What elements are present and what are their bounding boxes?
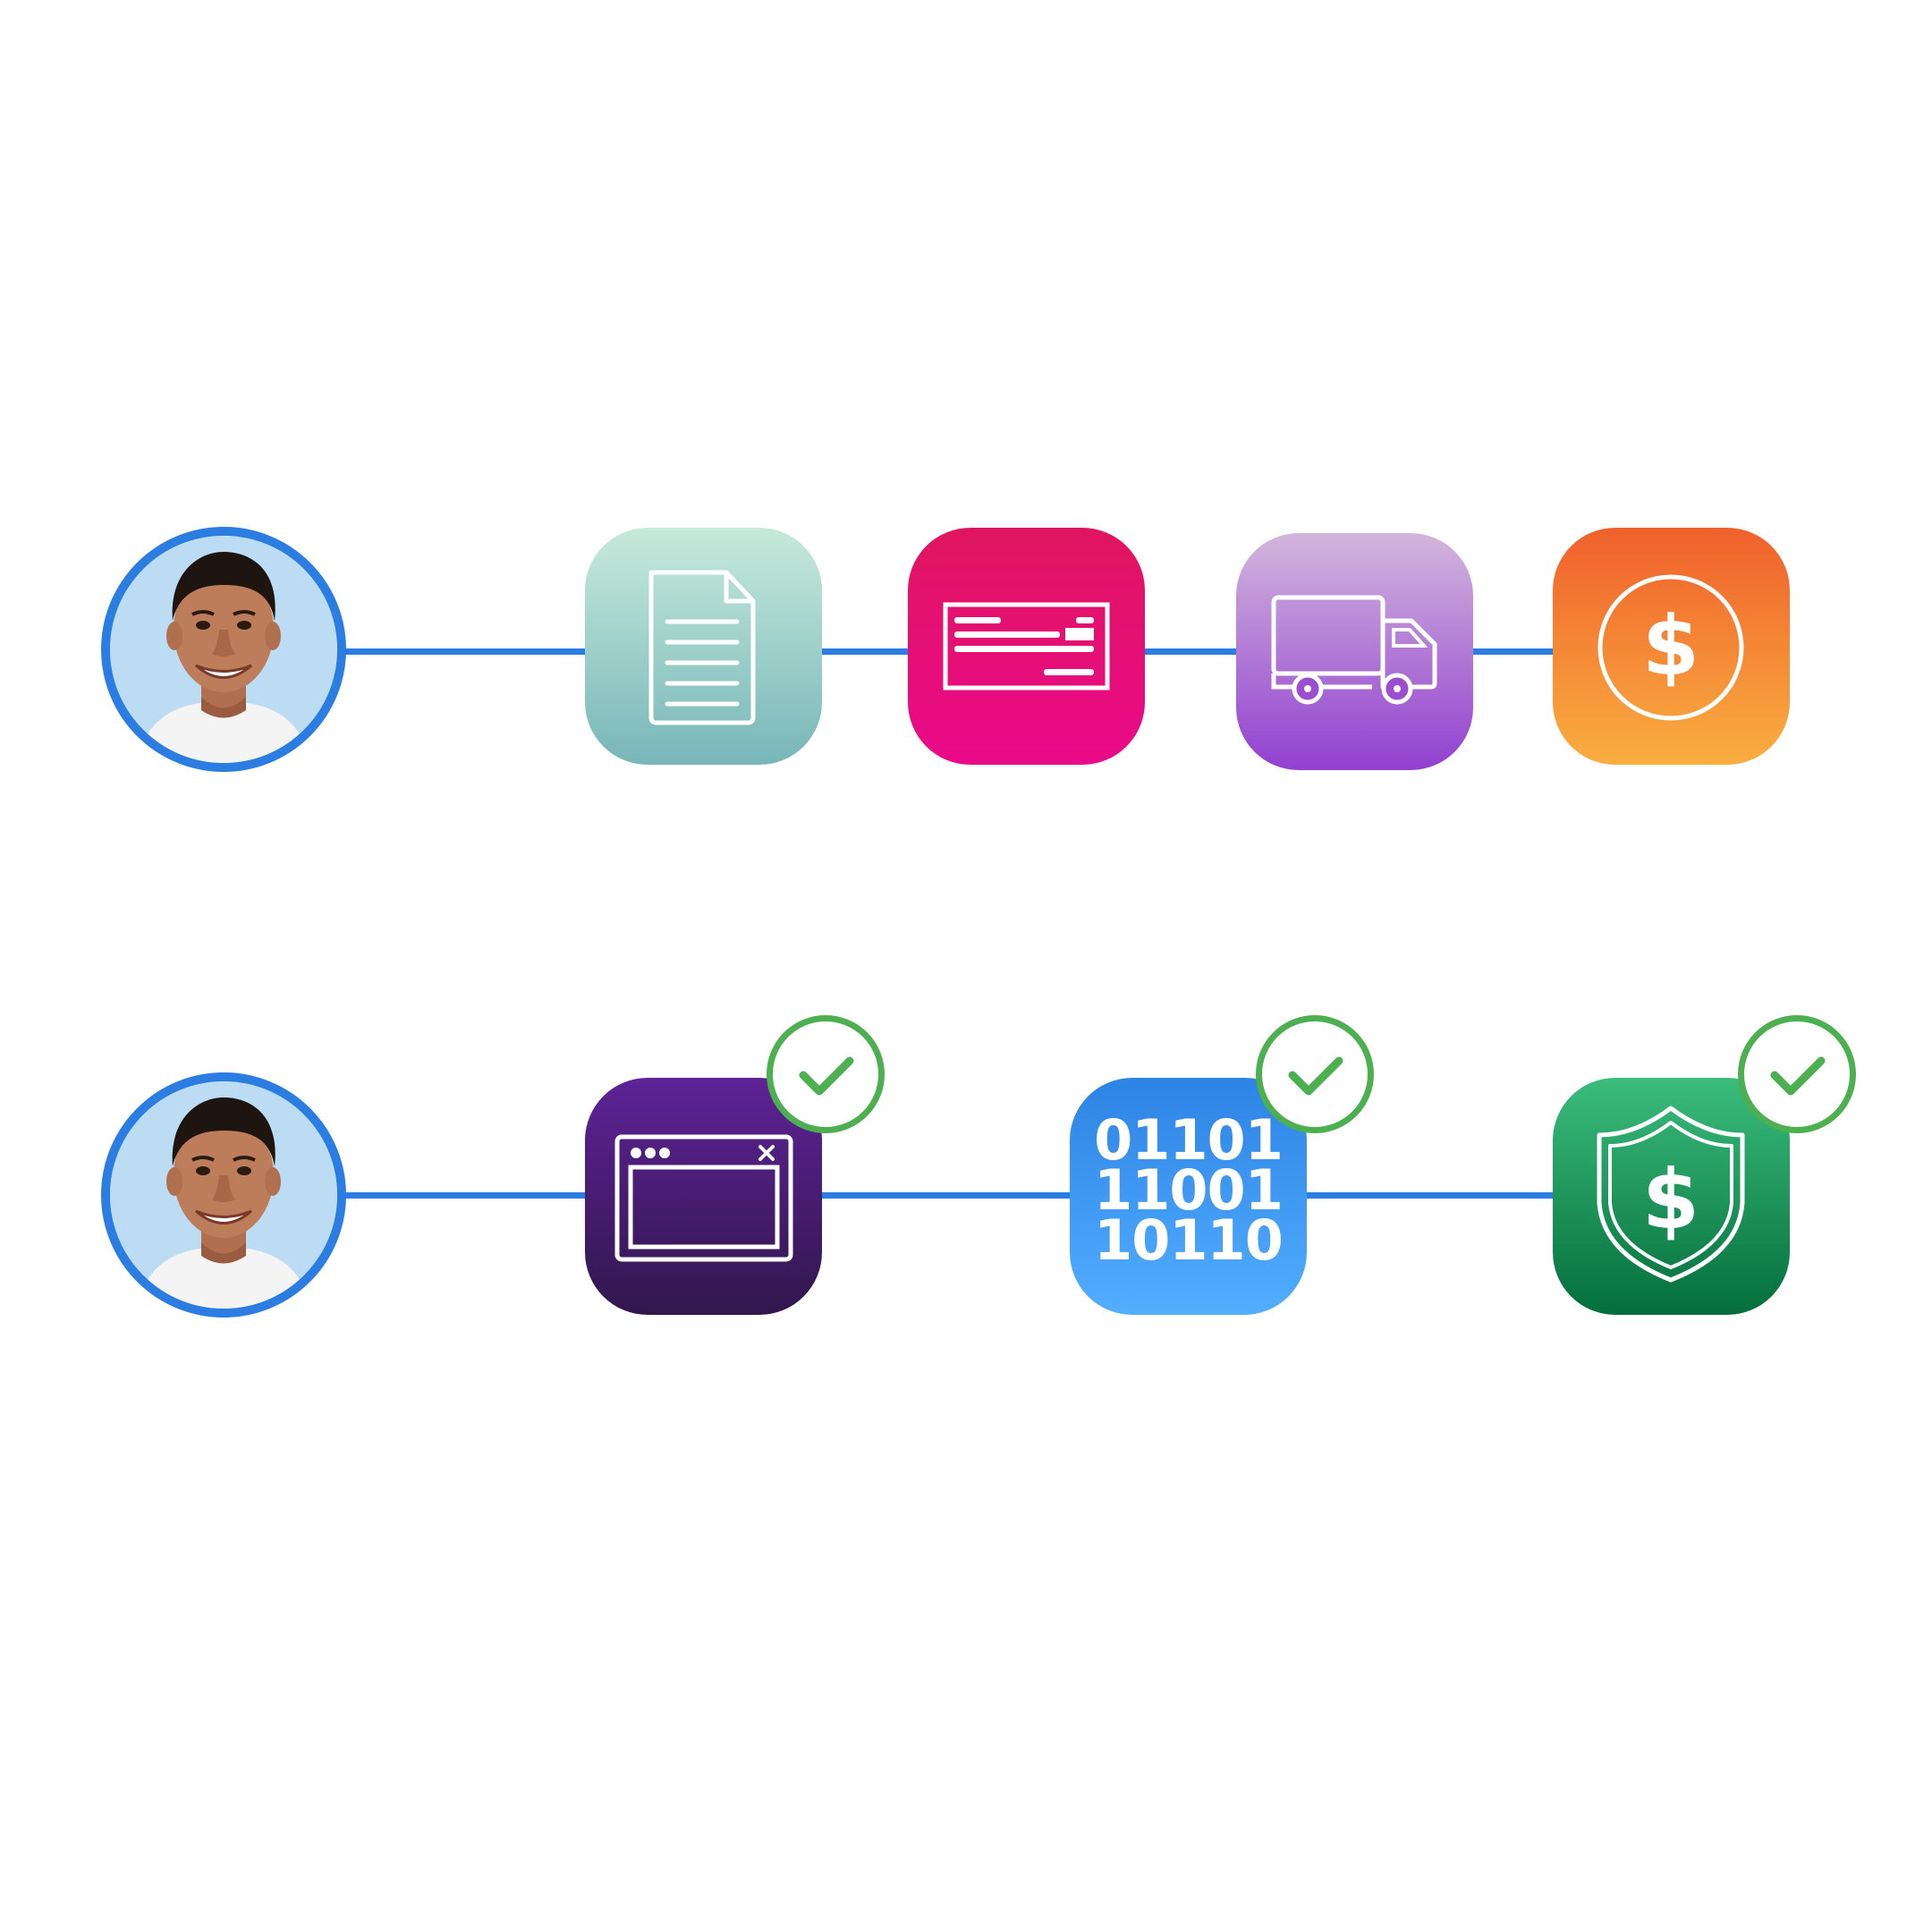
binary-line: 10110 — [1094, 1208, 1284, 1273]
check-icon — [799, 1056, 854, 1096]
person-photo-icon — [110, 536, 337, 763]
connector-line — [1306, 1192, 1553, 1199]
shield-tile: $ — [1553, 1078, 1790, 1315]
binary-data-icon: 01101 11001 10110 — [1070, 1107, 1307, 1273]
connector-line — [338, 648, 585, 655]
truck-icon — [1271, 595, 1437, 705]
check-payment-icon — [943, 602, 1110, 691]
binary-line: 11001 — [1094, 1157, 1284, 1223]
connector-line — [821, 1192, 1070, 1199]
person-photo-icon — [110, 1081, 337, 1309]
shield-dollar-icon: $ — [1597, 1106, 1745, 1283]
connector-line — [821, 648, 908, 655]
dollar-coin-icon: $ — [1597, 574, 1744, 721]
connector-line — [1143, 648, 1236, 655]
user-avatar — [101, 1072, 346, 1318]
verified-check-badge — [1256, 1015, 1374, 1133]
browser-window-tile — [585, 1078, 822, 1315]
document-icon — [648, 570, 756, 725]
verified-check-badge — [767, 1015, 885, 1133]
payment-tile: $ — [1553, 528, 1790, 765]
svg-text:$: $ — [1642, 1152, 1699, 1248]
check-icon — [1288, 1056, 1343, 1096]
browser-window-icon — [614, 1134, 793, 1262]
verified-check-badge — [1738, 1015, 1856, 1133]
binary-data-tile: 01101 11001 10110 — [1070, 1078, 1307, 1315]
user-avatar — [101, 527, 346, 772]
binary-line: 01101 — [1094, 1107, 1284, 1173]
connector-line — [1472, 648, 1553, 655]
truck-tile — [1236, 533, 1473, 770]
svg-text:$: $ — [1642, 598, 1699, 694]
document-tile — [585, 528, 822, 765]
check-payment-tile — [908, 528, 1145, 765]
connector-line — [338, 1192, 585, 1199]
check-icon — [1770, 1056, 1826, 1096]
